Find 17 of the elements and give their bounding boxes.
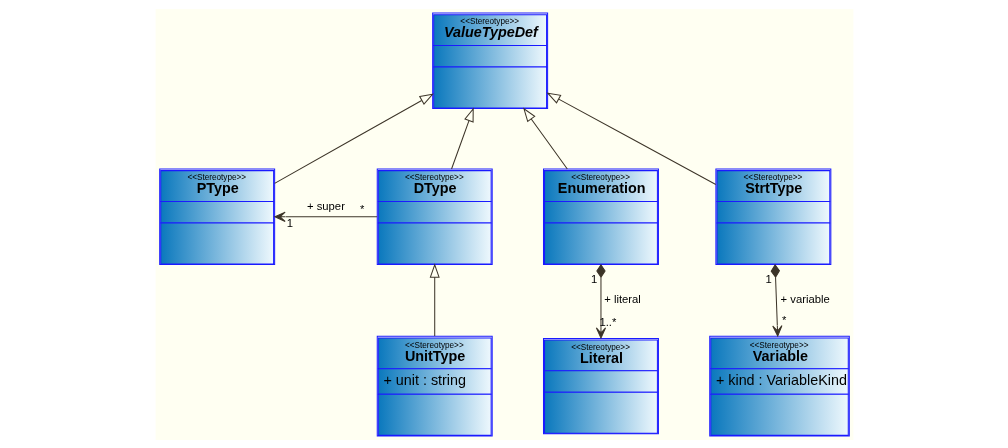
label: * <box>781 313 786 326</box>
arrow <box>273 93 434 184</box>
arrow <box>545 91 716 185</box>
edge-label: + literal <box>603 292 641 305</box>
edge-label: + variable <box>780 292 830 305</box>
arrow <box>273 211 378 222</box>
arrow <box>429 262 440 337</box>
arrow <box>595 263 606 339</box>
arrow <box>770 263 782 337</box>
label: * <box>359 202 364 215</box>
edge-label: + super <box>306 199 345 212</box>
label: 1 <box>286 216 293 229</box>
arrow <box>522 107 568 170</box>
arrow <box>450 106 474 170</box>
label: 1 <box>590 272 597 285</box>
label: 1 <box>765 272 772 285</box>
label: 1..* <box>598 315 616 328</box>
